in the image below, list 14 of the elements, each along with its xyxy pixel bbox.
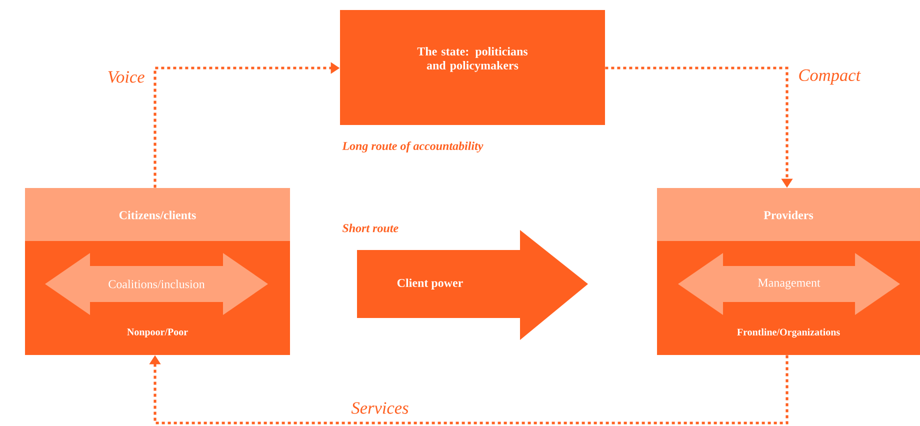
node-label: Short route [342,224,398,232]
arrow-label: Management [758,278,820,290]
edge-label: Voice [106,70,146,84]
box-title: The state: politicians and policymakers [417,47,528,72]
arrow-label: Client power [397,278,463,290]
box-subtitle: Frontline/Organizations [737,328,840,338]
box-title: Providers [764,210,814,220]
box-subtitle: Nonpoor/Poor [127,328,188,338]
edge-label: Compact [797,68,862,86]
edge-label: Services [350,401,410,415]
node-label: Long route of accountability [342,141,484,153]
box-title: Citizens/clients [119,210,196,220]
arrow-label: Coalitions/inclusion [108,280,205,288]
dotted-arrow [149,355,788,424]
